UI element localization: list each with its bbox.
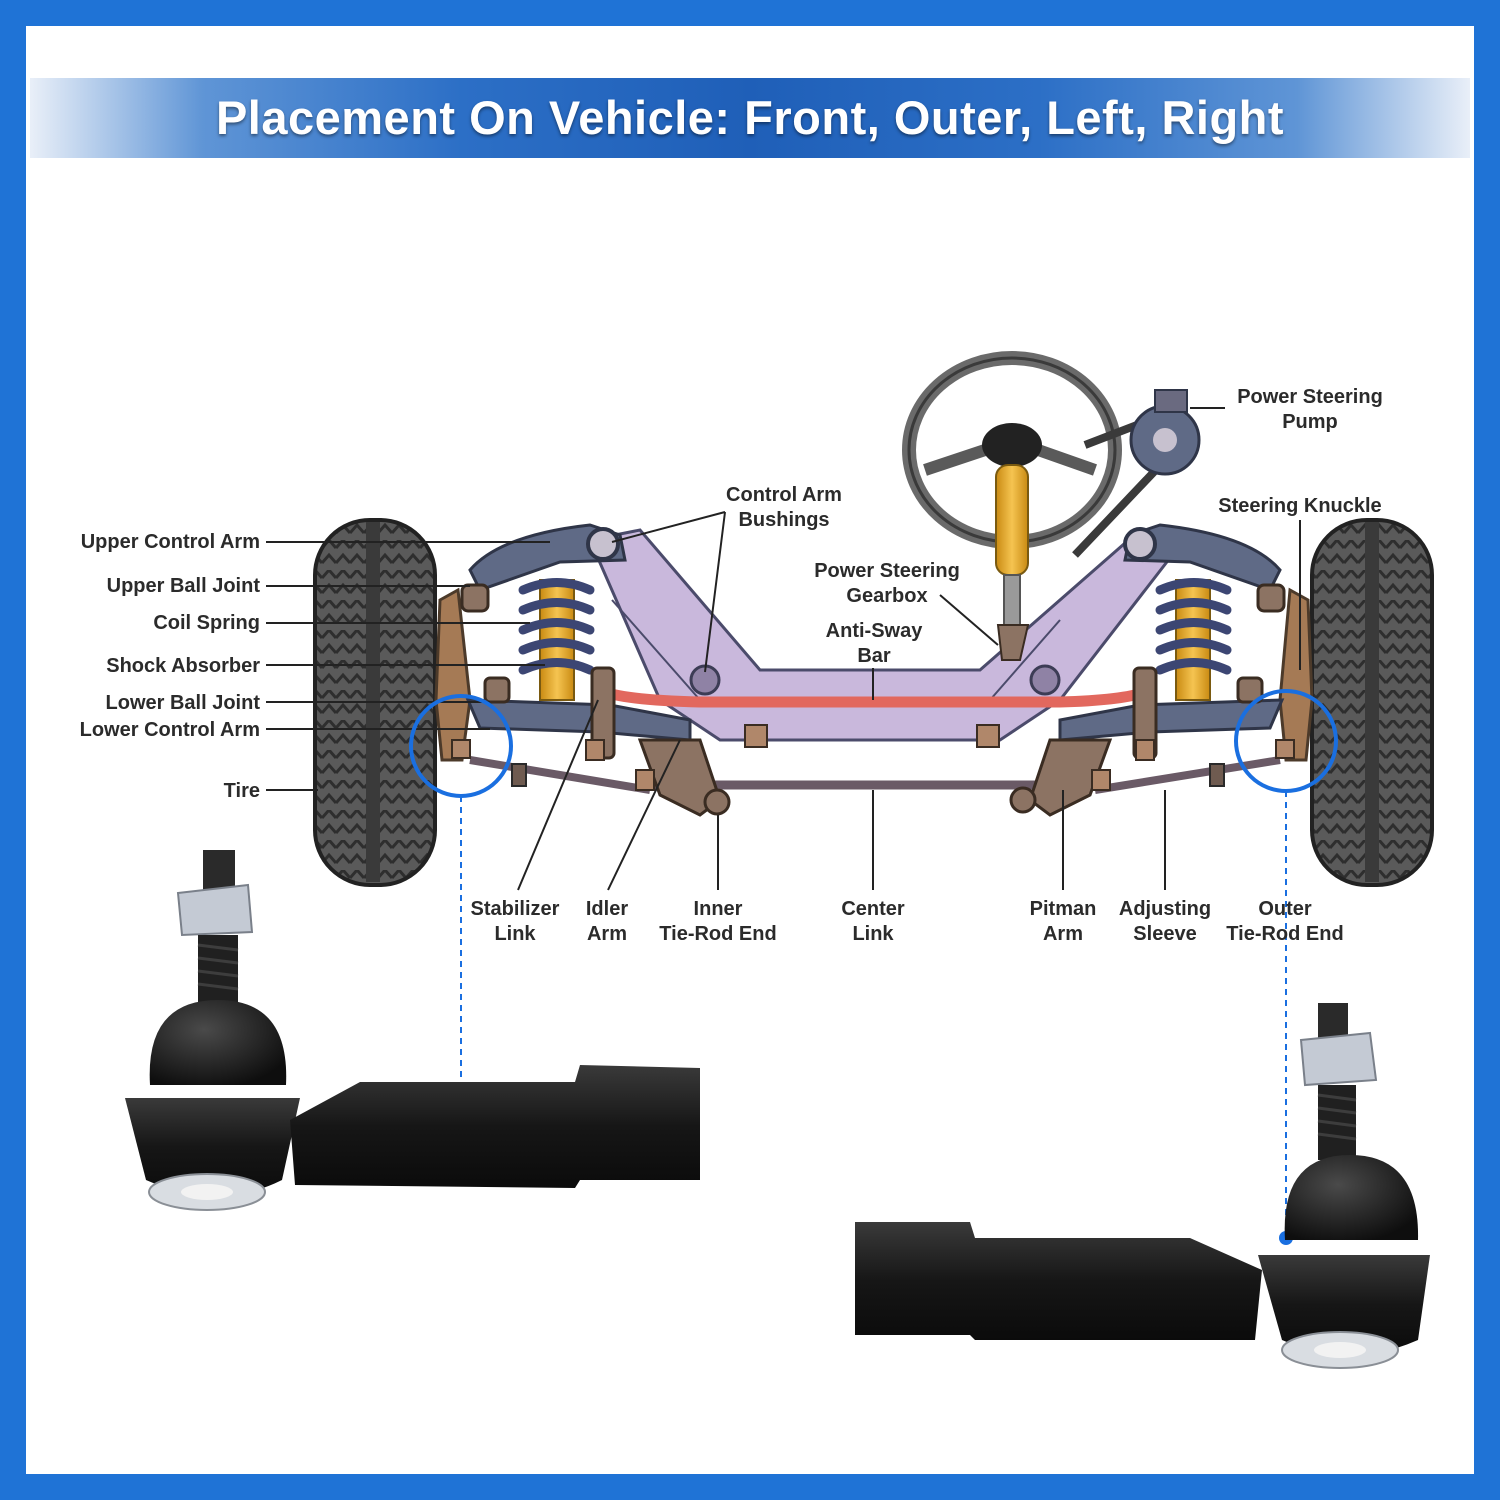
label-outer-tie-rod-end-1: Outer <box>1258 898 1312 920</box>
right-steering-knuckle <box>1278 587 1314 762</box>
right-coil-spring <box>1155 578 1232 701</box>
labels: Upper Control Arm Upper Ball Joint Coil … <box>80 386 1383 945</box>
label-power-steering-gearbox-2: Gearbox <box>846 585 927 607</box>
label-inner-tie-rod-end-2: Tie-Rod End <box>659 923 776 945</box>
right-upper-control-arm <box>1123 523 1282 592</box>
right-adjusting-sleeve <box>1209 763 1225 787</box>
left-upper-ball-joint <box>460 583 490 613</box>
label-adjusting-sleeve-2: Sleeve <box>1133 923 1196 945</box>
white-panel <box>26 26 1474 1474</box>
left-coil-spring <box>518 578 595 701</box>
label-idler-arm-1: Idler <box>586 898 628 920</box>
anti-sway-bar <box>594 684 1156 708</box>
label-outer-tie-rod-end-2: Tie-Rod End <box>1226 923 1343 945</box>
banner-title: Placement On Vehicle: Front, Outer, Left… <box>215 91 1285 144</box>
title-banner: Placement On Vehicle: Front, Outer, Left… <box>30 78 1470 158</box>
label-inner-tie-rod-end-1: Inner <box>694 898 743 920</box>
left-steering-knuckle <box>434 587 472 762</box>
left-bushing <box>586 527 620 561</box>
label-anti-sway-bar-1: Anti-Sway <box>826 620 924 642</box>
leader-lines <box>266 407 1301 891</box>
right-bushing <box>1123 527 1157 561</box>
label-lower-control-arm: Lower Control Arm <box>80 719 260 741</box>
label-power-steering-gearbox-1: Power Steering <box>814 560 960 582</box>
label-control-arm-bushings-2: Bushings <box>738 509 829 531</box>
label-idler-arm-2: Arm <box>587 923 627 945</box>
left-tie-rod-end-product <box>125 850 700 1211</box>
left-tie-rod <box>469 756 651 794</box>
label-shock-absorber: Shock Absorber <box>106 655 260 677</box>
label-upper-control-arm: Upper Control Arm <box>81 531 260 553</box>
label-control-arm-bushings-1: Control Arm <box>726 484 842 506</box>
label-lower-ball-joint: Lower Ball Joint <box>106 692 261 714</box>
steering-column <box>995 464 1030 661</box>
label-stabilizer-link-1: Stabilizer <box>471 898 560 920</box>
label-anti-sway-bar-2: Bar <box>857 645 891 667</box>
label-tire: Tire <box>224 780 260 802</box>
label-steering-knuckle: Steering Knuckle <box>1218 495 1381 517</box>
stabilizer-links <box>590 666 1158 760</box>
left-lower-control-arm <box>465 698 692 742</box>
label-power-steering-pump-1: Power Steering <box>1237 386 1383 408</box>
label-pitman-arm-2: Arm <box>1043 923 1083 945</box>
label-pitman-arm-1: Pitman <box>1030 898 1097 920</box>
right-tie-rod-end-product <box>855 1003 1430 1369</box>
label-stabilizer-link-2: Link <box>494 923 536 945</box>
right-lower-ball-joint <box>1236 676 1264 704</box>
label-upper-ball-joint: Upper Ball Joint <box>107 575 261 597</box>
idler-arm-part <box>637 738 731 817</box>
nuts <box>451 724 1295 791</box>
label-center-link-2: Link <box>852 923 894 945</box>
label-power-steering-pump-2: Pump <box>1282 411 1338 433</box>
right-upper-ball-joint <box>1256 583 1286 613</box>
power-steering-pump-part <box>1072 389 1201 558</box>
label-center-link-1: Center <box>841 898 905 920</box>
left-adjusting-sleeve <box>511 763 527 787</box>
right-tie-rod <box>1094 756 1281 794</box>
label-coil-spring: Coil Spring <box>153 612 260 634</box>
left-lower-ball-joint <box>483 676 511 704</box>
label-adjusting-sleeve-1: Adjusting <box>1119 898 1211 920</box>
right-tire <box>1310 518 1434 887</box>
